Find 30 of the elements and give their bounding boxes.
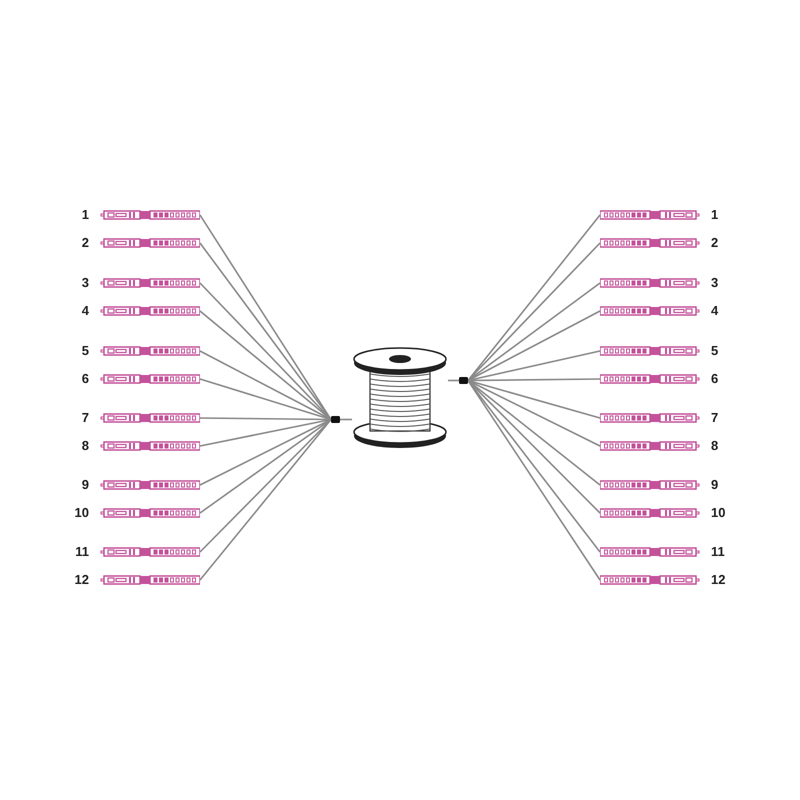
fiber-line (340, 418, 352, 420)
connector-number: 11 (75, 544, 89, 560)
connector-number: 5 (82, 343, 89, 359)
connector-number: 2 (82, 235, 89, 251)
connector-number: 11 (711, 544, 725, 560)
fiber-line (448, 380, 459, 382)
connector-number: 7 (711, 410, 718, 426)
connector-number: 1 (711, 207, 718, 223)
fiber-line (468, 378, 600, 382)
connector-number: 9 (711, 477, 718, 493)
connector-number: 8 (82, 438, 89, 454)
connector-number: 3 (82, 275, 89, 291)
connector-number: 12 (74, 572, 89, 588)
connector-number: 6 (82, 371, 89, 387)
connector-number: 10 (711, 505, 726, 521)
connector-number: 3 (711, 275, 718, 291)
connector-number: 4 (711, 303, 718, 319)
connector-number: 5 (711, 343, 718, 359)
fiber-line (467, 214, 601, 381)
connector-number: 2 (711, 235, 718, 251)
fiber-line (199, 419, 332, 580)
connector-number: 10 (74, 505, 89, 521)
connector-number: 1 (82, 207, 89, 223)
connector-number: 12 (711, 572, 726, 588)
connector-number: 7 (82, 410, 89, 426)
fiber-line (200, 417, 331, 420)
connector-number: 9 (82, 477, 89, 493)
connector-number: 8 (711, 438, 718, 454)
connector-number: 4 (82, 303, 89, 319)
connector-number: 6 (711, 371, 718, 387)
